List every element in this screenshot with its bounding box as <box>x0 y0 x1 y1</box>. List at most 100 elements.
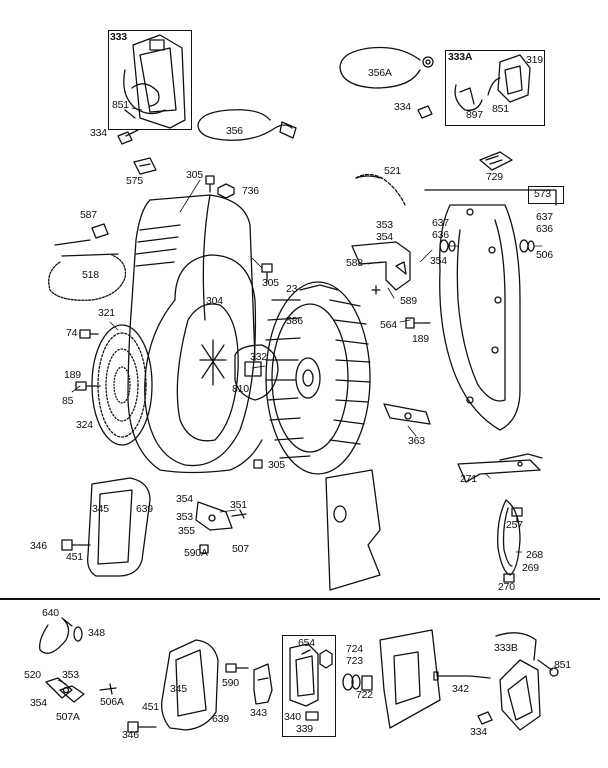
frame-339 <box>282 635 336 737</box>
ground-wire-356a-drawing <box>340 48 433 89</box>
screw-305a-drawing <box>206 176 214 192</box>
label-339: 339 <box>296 723 313 735</box>
screws-305-drawing <box>254 264 272 468</box>
label-724: 724 <box>346 643 363 655</box>
label-586: 586 <box>286 315 303 327</box>
label-319: 319 <box>526 54 543 66</box>
bracket-343-drawing <box>254 664 272 704</box>
screw-340-drawing <box>306 712 318 720</box>
label-564: 564 <box>380 319 397 331</box>
screw-334a-drawing <box>118 130 138 144</box>
label-723: 723 <box>346 655 363 667</box>
label-345a: 345 <box>92 503 109 515</box>
label-636a: 636 <box>432 229 449 241</box>
label-85: 85 <box>62 395 74 407</box>
label-353b: 353 <box>176 511 193 523</box>
ignition-module-333-drawing <box>124 35 185 128</box>
label-363: 363 <box>408 435 425 447</box>
blower-housing-304-drawing <box>128 195 262 473</box>
baffle-center-drawing <box>326 470 380 590</box>
label-305a: 305 <box>186 169 203 181</box>
label-354d: 354 <box>30 697 47 709</box>
cover-345-639-lower-drawing <box>162 640 218 730</box>
label-333b: 333B <box>494 642 518 654</box>
label-356a: 356A <box>368 67 392 79</box>
label-343: 343 <box>250 707 267 719</box>
screw-334c-drawing <box>478 712 492 724</box>
label-74: 74 <box>66 327 78 339</box>
label-637a: 637 <box>432 217 449 229</box>
screws-564-189-drawing <box>372 286 430 328</box>
label-639b: 639 <box>212 713 229 725</box>
label-324: 324 <box>76 419 93 431</box>
screw-590-drawing <box>226 664 248 672</box>
screw-346-451-drawing <box>62 540 90 550</box>
label-521: 521 <box>384 165 401 177</box>
frame-333a <box>445 50 545 126</box>
bracket-588-drawing <box>352 242 410 290</box>
label-636b: 636 <box>536 223 553 235</box>
starter-cup-810-drawing <box>235 345 278 400</box>
label-332: 332 <box>250 351 267 363</box>
section-divider <box>0 598 600 600</box>
label-353c: 353 <box>62 669 79 681</box>
label-334b: 334 <box>394 101 411 113</box>
label-334a: 334 <box>90 127 107 139</box>
cover-345-639-drawing <box>88 478 150 576</box>
label-353a: 353 <box>376 219 393 231</box>
label-189a: 189 <box>412 333 429 345</box>
label-451a: 451 <box>66 551 83 563</box>
label-189b: 189 <box>64 369 81 381</box>
screw-346-451-lower-drawing <box>128 722 156 732</box>
label-305b: 305 <box>262 277 279 289</box>
label-321: 321 <box>98 307 115 319</box>
label-729: 729 <box>486 171 503 183</box>
flywheel-586-drawing <box>266 282 370 474</box>
label-354a: 354 <box>376 231 393 243</box>
label-351: 351 <box>230 499 247 511</box>
rotating-screen-324-drawing <box>92 325 152 445</box>
label-506a: 506A <box>100 696 124 708</box>
clip-348-drawing <box>74 627 82 641</box>
screw-334b-drawing <box>418 106 432 118</box>
label-348: 348 <box>88 627 105 639</box>
label-507: 507 <box>232 543 249 555</box>
label-851b: 851 <box>492 103 509 115</box>
bracket-363-drawing <box>384 404 430 424</box>
air-guide-573-drawing <box>425 190 556 430</box>
link-521-drawing <box>356 174 405 205</box>
frame-573 <box>528 186 564 204</box>
label-851a: 851 <box>112 99 129 111</box>
label-342: 342 <box>452 683 469 695</box>
label-334c: 334 <box>470 726 487 738</box>
label-346a: 346 <box>30 540 47 552</box>
label-354b: 354 <box>430 255 447 267</box>
label-305c: 305 <box>268 459 285 471</box>
ground-wire-356-drawing <box>198 110 296 141</box>
label-573: 573 <box>534 188 551 200</box>
screw-257-drawing <box>512 508 522 522</box>
label-356: 356 <box>226 125 243 137</box>
spacers-722-724-drawing <box>343 674 372 690</box>
label-810: 810 <box>232 383 249 395</box>
label-451b: 451 <box>142 701 159 713</box>
label-271: 271 <box>460 473 477 485</box>
spring-518-drawing <box>49 240 126 300</box>
label-346b: 346 <box>122 729 139 741</box>
label-270: 270 <box>498 581 515 593</box>
bracket-507a-drawing <box>46 678 116 702</box>
label-355: 355 <box>178 525 195 537</box>
ignition-module-333b-drawing <box>496 633 558 730</box>
connector-729-drawing <box>480 152 512 170</box>
label-269: 269 <box>522 562 539 574</box>
clip-575-drawing <box>134 158 156 174</box>
label-588: 588 <box>346 257 363 269</box>
bracket-271-drawing <box>458 454 542 482</box>
label-520: 520 <box>24 669 41 681</box>
label-736: 736 <box>242 185 259 197</box>
label-590a: 590A <box>184 547 208 559</box>
nut-736-drawing <box>218 184 234 198</box>
label-268: 268 <box>526 549 543 561</box>
